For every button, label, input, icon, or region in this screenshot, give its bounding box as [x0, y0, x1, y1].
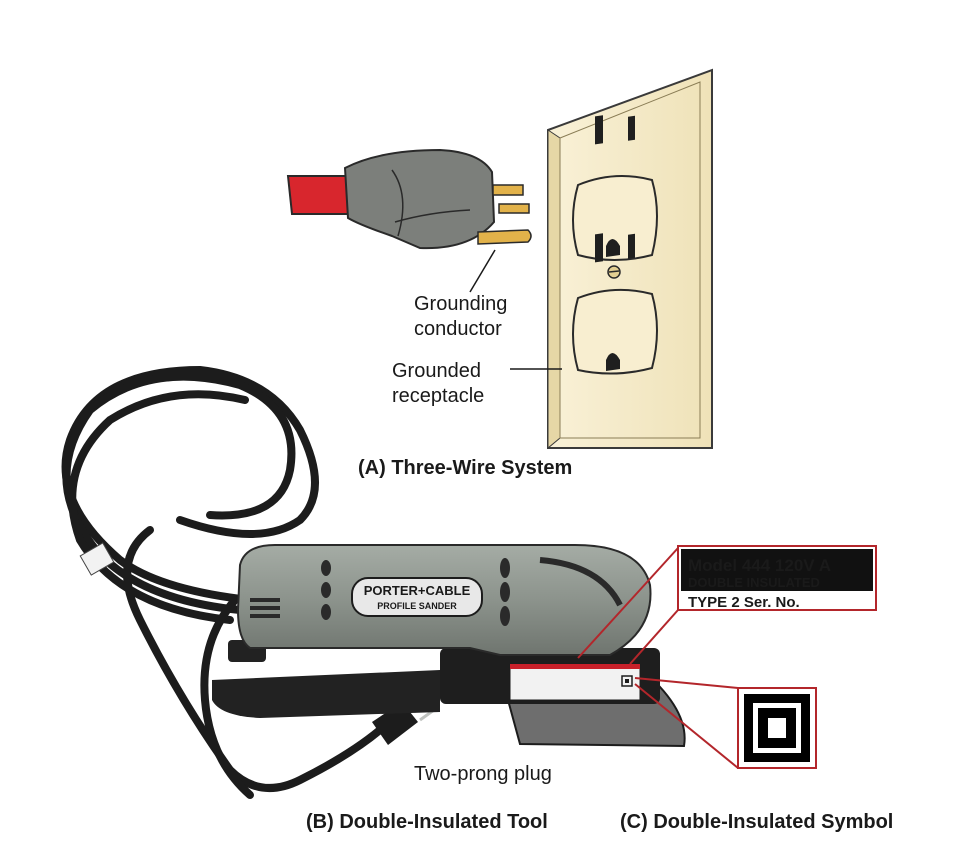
hot-slot: [628, 115, 635, 141]
brand-badge: PORTER+CABLE PROFILE SANDER: [351, 577, 483, 617]
panel-three-wire-system: Grounding conductor Grounded receptacle …: [286, 68, 713, 479]
nameplate-insulation: DOUBLE INSULATED: [688, 575, 820, 590]
nameplate-model: Model 444 120V A: [688, 556, 831, 575]
leader-symbol-top: [634, 677, 739, 689]
ground-hole: [606, 353, 620, 371]
outlet-top: [572, 115, 658, 261]
leader-symbol-bottom: [634, 683, 739, 769]
leader-label-bottom: [629, 609, 679, 665]
ground-hole: [606, 239, 620, 257]
panel-double-insulated-tool: PORTER+CABLE PROFILE SANDER Two-prong pl…: [61, 365, 686, 833]
callout-grounding-line2: conductor: [414, 318, 502, 340]
callout-two-prong-plug: Two-prong plug: [414, 763, 552, 785]
outlet-bottom: [572, 233, 658, 375]
hot-slot: [628, 233, 635, 259]
callout-grounding-line1: Grounding: [414, 293, 507, 315]
caption-c: (C) Double-Insulated Symbol: [620, 811, 893, 833]
neutral-slot: [595, 233, 603, 263]
prong-neutral: [498, 203, 530, 214]
leader-grounding: [469, 249, 496, 293]
cord-tag: [79, 542, 115, 576]
panel-double-insulated-symbol: Model 444 120V A DOUBLE INSULATED TYPE 2…: [577, 545, 893, 833]
prong-ground: [477, 229, 532, 245]
tool-label: [509, 663, 641, 701]
leader-label-top: [577, 547, 679, 659]
prong-hot: [492, 184, 524, 196]
caption-b: (B) Double-Insulated Tool: [306, 811, 548, 833]
callout-receptacle-line1: Grounded: [392, 360, 481, 382]
power-cord: [61, 365, 384, 799]
nameplate-type: TYPE 2 Ser. No.: [688, 594, 800, 611]
brand-product: PROFILE SANDER: [377, 601, 457, 611]
neutral-slot: [595, 115, 603, 145]
brand-name: PORTER+CABLE: [364, 583, 471, 598]
callout-receptacle-line2: receptacle: [392, 385, 484, 407]
three-prong-plug: [286, 148, 532, 250]
caption-a: (A) Three-Wire System: [358, 457, 572, 479]
magnified-nameplate: Model 444 120V A DOUBLE INSULATED TYPE 2…: [677, 545, 877, 611]
double-insulated-symbol: [737, 687, 817, 769]
